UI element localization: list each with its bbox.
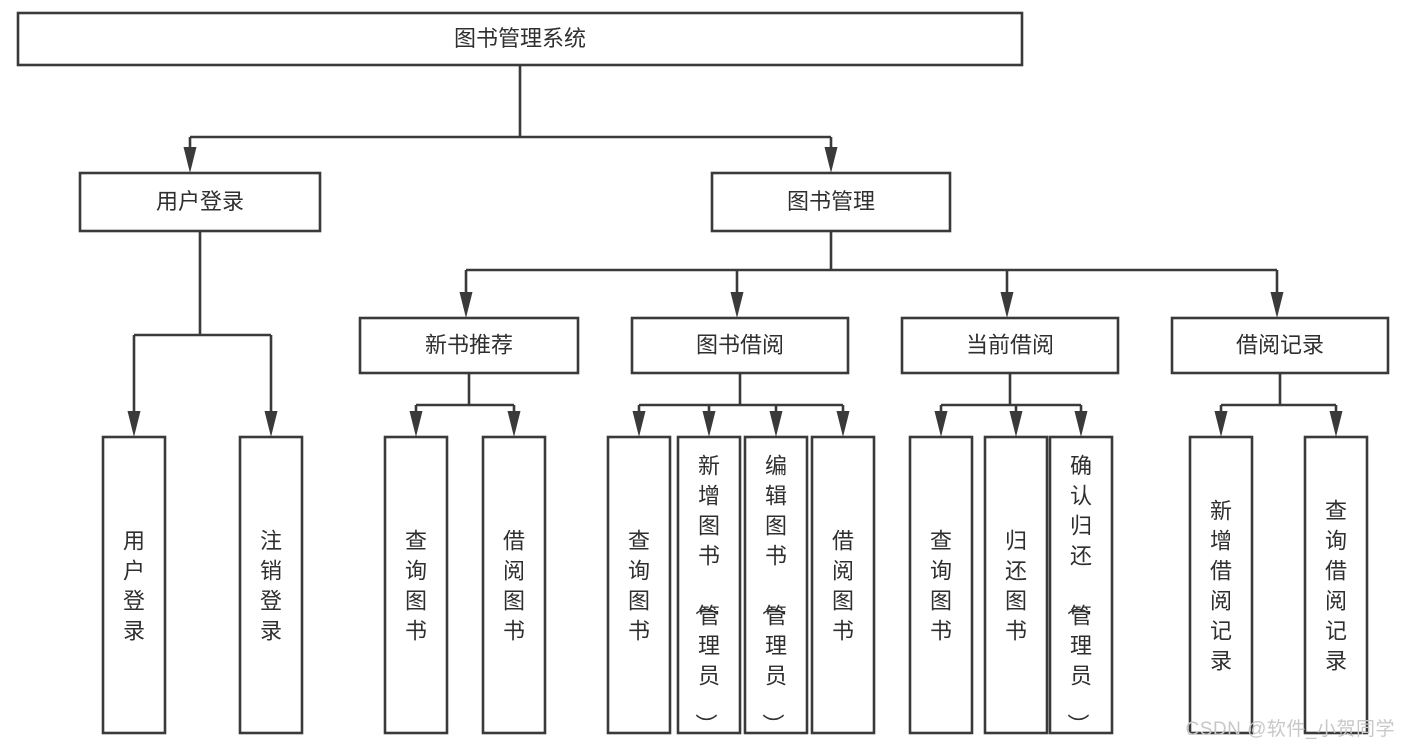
connector-borrow-record-to-leaves xyxy=(1214,373,1343,437)
node-box[interactable] xyxy=(238,435,304,735)
node-box[interactable] xyxy=(1048,435,1114,735)
arrowhead-icon xyxy=(632,411,646,437)
arrowhead-icon xyxy=(934,411,948,437)
connector-book-borrow-to-leaves xyxy=(632,373,850,437)
node-box[interactable] xyxy=(1170,316,1390,375)
node-label: 注销登录 xyxy=(260,528,282,643)
node-box[interactable] xyxy=(1188,435,1254,735)
node-label: 查询图书 xyxy=(405,528,427,643)
arrowhead-icon xyxy=(507,411,521,437)
node-label: 借阅记录 xyxy=(1236,332,1324,357)
arrowhead-icon xyxy=(702,411,716,437)
node-box[interactable] xyxy=(78,171,322,233)
node-label: 查询图书 xyxy=(628,528,650,643)
connectors-layer xyxy=(127,65,1343,437)
arrowhead-icon xyxy=(824,147,838,173)
node-label: 借阅图书 xyxy=(503,528,525,643)
node-label: 用户登录 xyxy=(156,189,244,214)
node-leaf-query-book-rec[interactable]: 查询图书 xyxy=(383,435,449,735)
node-leaf-confirm-return[interactable]: 确认归还（管理员） xyxy=(1048,435,1114,735)
arrowhead-icon xyxy=(730,292,744,318)
node-borrow-record[interactable]: 借阅记录 xyxy=(1170,316,1390,375)
node-leaf-query-book-cur[interactable]: 查询图书 xyxy=(908,435,974,735)
connector-current-borrow-to-leaves xyxy=(934,373,1088,437)
arrowhead-icon xyxy=(1000,292,1014,318)
node-label: 确认归还（管理员） xyxy=(1065,453,1092,735)
node-box[interactable] xyxy=(710,171,952,233)
arrowhead-icon xyxy=(1329,411,1343,437)
node-current-borrow[interactable]: 当前借阅 xyxy=(900,316,1120,375)
node-box[interactable] xyxy=(358,316,580,375)
node-box[interactable] xyxy=(908,435,974,735)
connector-root-to-level1 xyxy=(183,65,838,173)
node-user-login[interactable]: 用户登录 xyxy=(78,171,322,233)
arrowhead-icon xyxy=(1214,411,1228,437)
node-leaf-edit-book[interactable]: 编辑图书（管理员） xyxy=(743,435,809,735)
node-label: 图书借阅 xyxy=(696,332,784,357)
arrowhead-icon xyxy=(769,411,783,437)
node-label: 当前借阅 xyxy=(966,332,1054,357)
arrowhead-icon xyxy=(1074,411,1088,437)
node-leaf-query-record[interactable]: 查询借阅记录 xyxy=(1303,435,1369,735)
node-new-book-rec[interactable]: 新书推荐 xyxy=(358,316,580,375)
connector-user-login-to-leaves xyxy=(127,231,278,437)
node-label: 查询图书 xyxy=(930,528,952,643)
arrowhead-icon xyxy=(409,411,423,437)
node-label: 归还图书 xyxy=(1005,528,1027,643)
node-label: 查询借阅记录 xyxy=(1325,498,1347,673)
node-box[interactable] xyxy=(383,435,449,735)
node-leaf-borrow-book-rec[interactable]: 借阅图书 xyxy=(481,435,547,735)
node-leaf-add-record[interactable]: 新增借阅记录 xyxy=(1188,435,1254,735)
arrowhead-icon xyxy=(127,411,141,437)
node-leaf-return-book[interactable]: 归还图书 xyxy=(983,435,1049,735)
node-box[interactable] xyxy=(900,316,1120,375)
node-label: 编辑图书（管理员） xyxy=(760,453,787,735)
connector-book-manage-to-level2 xyxy=(459,231,1284,318)
node-box[interactable] xyxy=(743,435,809,735)
nodes-layer: 图书管理系统用户登录图书管理新书推荐图书借阅当前借阅借阅记录用户登录注销登录查询… xyxy=(16,11,1390,735)
node-label: 图书管理系统 xyxy=(454,26,586,51)
arrowhead-icon xyxy=(459,292,473,318)
arrowhead-icon xyxy=(1270,292,1284,318)
node-label: 图书管理 xyxy=(787,189,875,214)
node-label: 用户登录 xyxy=(123,528,145,643)
node-box[interactable] xyxy=(101,435,167,735)
node-label: 新增借阅记录 xyxy=(1210,498,1232,673)
node-book-borrow[interactable]: 图书借阅 xyxy=(630,316,850,375)
node-leaf-add-book[interactable]: 新增图书（管理员） xyxy=(676,435,742,735)
node-box[interactable] xyxy=(810,435,876,735)
node-box[interactable] xyxy=(983,435,1049,735)
arrowhead-icon xyxy=(183,147,197,173)
node-leaf-user-logout[interactable]: 注销登录 xyxy=(238,435,304,735)
node-book-manage[interactable]: 图书管理 xyxy=(710,171,952,233)
node-box[interactable] xyxy=(481,435,547,735)
node-label: 新书推荐 xyxy=(425,332,513,357)
arrowhead-icon xyxy=(836,411,850,437)
node-leaf-borrow-book[interactable]: 借阅图书 xyxy=(810,435,876,735)
node-leaf-user-login[interactable]: 用户登录 xyxy=(101,435,167,735)
node-box[interactable] xyxy=(630,316,850,375)
node-leaf-query-book-borrow[interactable]: 查询图书 xyxy=(606,435,672,735)
node-label: 新增图书（管理员） xyxy=(693,453,720,735)
arrowhead-icon xyxy=(1009,411,1023,437)
node-box[interactable] xyxy=(16,11,1024,67)
node-label: 借阅图书 xyxy=(832,528,854,643)
node-box[interactable] xyxy=(606,435,672,735)
node-root[interactable]: 图书管理系统 xyxy=(16,11,1024,67)
csdn-watermark: CSDN @软件_小贺同学 xyxy=(1185,719,1395,740)
arrowhead-icon xyxy=(264,411,278,437)
node-box[interactable] xyxy=(1303,435,1369,735)
connector-new-book-rec-to-leaves xyxy=(409,373,521,437)
node-box[interactable] xyxy=(676,435,742,735)
